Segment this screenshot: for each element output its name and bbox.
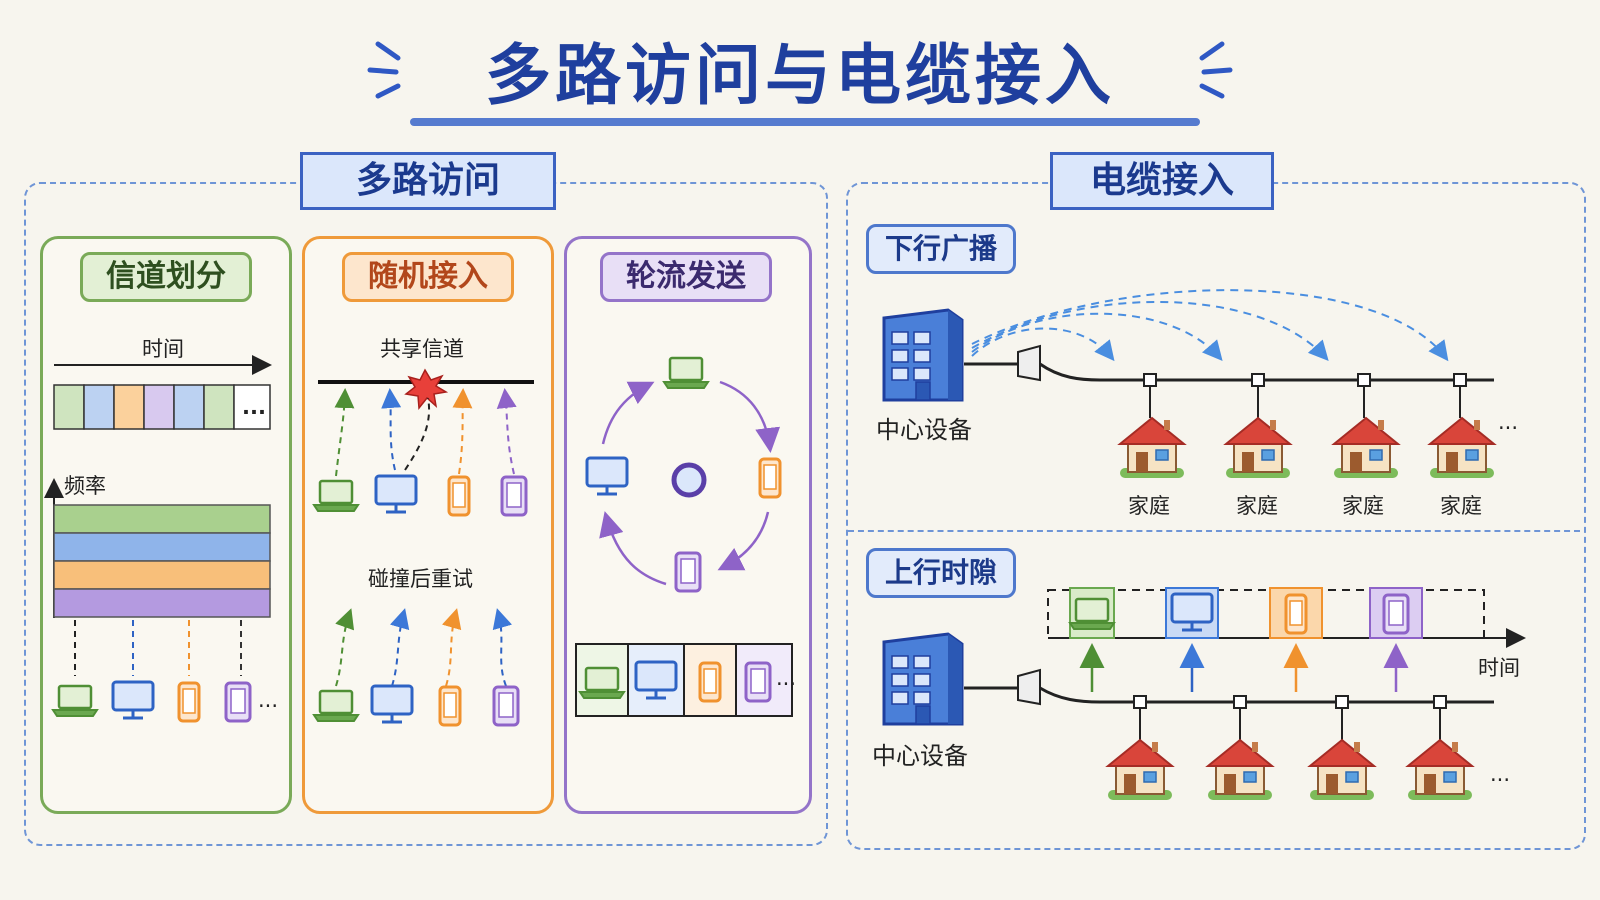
home-label: 家庭 <box>1342 494 1384 518</box>
shared-channel-label: 共享信道 <box>380 337 464 361</box>
retry-label: 碰撞后重试 <box>368 567 473 591</box>
tablet-icon <box>224 681 252 723</box>
collision-burst-icon <box>404 368 449 410</box>
tdm-ellipsis: ... <box>242 395 266 419</box>
fdm-bands <box>53 504 271 618</box>
multi-access-header: 多路访问 <box>300 152 556 210</box>
laptop-icon <box>51 684 99 718</box>
fdm-device-lines <box>74 620 242 676</box>
cable-divider <box>848 530 1580 532</box>
house-icon <box>1225 417 1291 479</box>
house-icon <box>1207 739 1273 801</box>
building-icon <box>882 632 964 726</box>
building-icon <box>882 308 964 402</box>
tdm-time-label: 时间 <box>142 337 184 361</box>
title-underline <box>410 118 1200 126</box>
monitor-icon <box>111 680 155 720</box>
upstream-tag: 上行时隙 <box>866 548 1016 598</box>
splitter-icon <box>1017 668 1041 706</box>
channel-partition-tag: 信道划分 <box>80 252 252 302</box>
splitter-icon <box>1017 344 1041 382</box>
home-label: 家庭 <box>1128 494 1170 518</box>
downstream-ellipsis: ... <box>1498 410 1519 434</box>
house-icon <box>1333 417 1399 479</box>
phone-icon <box>177 681 201 723</box>
page-title: 多路访问与电缆接入 <box>485 37 1115 114</box>
token-icon <box>671 462 707 498</box>
house-icon <box>1407 739 1473 801</box>
upstream-cable <box>1039 686 1494 704</box>
house-icon <box>1429 417 1495 479</box>
house-icon <box>1309 739 1375 801</box>
tdm-time-slots <box>53 384 271 430</box>
downstream-cable <box>1039 362 1494 382</box>
downstream-center-label: 中心设备 <box>876 416 972 444</box>
home-label: 家庭 <box>1236 494 1278 518</box>
fdm-freq-label: 频率 <box>64 474 106 498</box>
fdm-device-ellipsis: ... <box>258 688 279 712</box>
cable-access-header: 电缆接入 <box>1050 152 1274 210</box>
house-icon <box>1107 739 1173 801</box>
upstream-time-label: 时间 <box>1478 656 1520 680</box>
taking-turns-tag: 轮流发送 <box>600 252 772 302</box>
upstream-ellipsis: ... <box>1490 762 1511 786</box>
turn-slot-ellipsis: ... <box>776 666 797 690</box>
downstream-tag: 下行广播 <box>866 224 1016 274</box>
random-access-tag: 随机接入 <box>342 252 514 302</box>
upstream-center-label: 中心设备 <box>872 742 968 770</box>
home-label: 家庭 <box>1440 494 1482 518</box>
house-icon <box>1119 417 1185 479</box>
